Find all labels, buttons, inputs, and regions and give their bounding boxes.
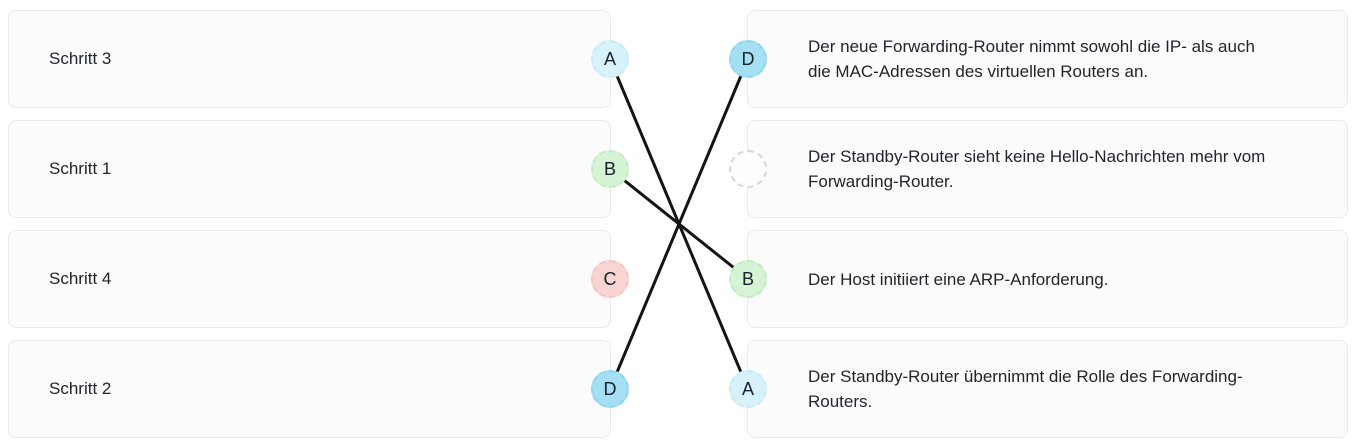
description-card: A Der Standby-Router übernimmt die Rolle… [729, 340, 1348, 438]
step-card: Schritt 1 B [8, 120, 629, 218]
steps-column: Schritt 3 A Schritt 1 B Schritt 4 C Schr… [8, 10, 629, 438]
match-badge-left-4[interactable]: D [591, 370, 629, 408]
step-card: Schritt 4 C [8, 230, 629, 328]
step-card: Schritt 2 D [8, 340, 629, 438]
match-badge-left-2[interactable]: B [591, 150, 629, 188]
description-text: Der Host initiiert eine ARP-Anforderung. [808, 269, 1109, 289]
description-text: Der Standby-Router sieht keine Hello-Nac… [808, 147, 1266, 191]
step-label: Schritt 1 [49, 159, 112, 178]
step-label: Schritt 3 [49, 49, 112, 68]
match-badge-right-1[interactable]: D [729, 40, 767, 78]
empty-drop-slot[interactable] [729, 150, 767, 188]
step-label: Schritt 4 [49, 269, 112, 288]
match-badge-left-1[interactable]: A [591, 40, 629, 78]
step-label: Schritt 2 [49, 379, 112, 398]
match-badge-right-3[interactable]: B [729, 260, 767, 298]
match-badge-right-4[interactable]: A [729, 370, 767, 408]
description-card: Der Standby-Router sieht keine Hello-Nac… [729, 120, 1348, 218]
description-card: D Der neue Forwarding-Router nimmt sowoh… [729, 10, 1348, 108]
match-badge-left-3[interactable]: C [591, 260, 629, 298]
descriptions-column: D Der neue Forwarding-Router nimmt sowoh… [729, 10, 1348, 438]
description-card: B Der Host initiiert eine ARP-Anforderun… [729, 230, 1348, 328]
description-text: Der Standby-Router übernimmt die Rolle d… [808, 367, 1243, 411]
step-card: Schritt 3 A [8, 10, 629, 108]
description-text: Der neue Forwarding-Router nimmt sowohl … [808, 37, 1255, 81]
